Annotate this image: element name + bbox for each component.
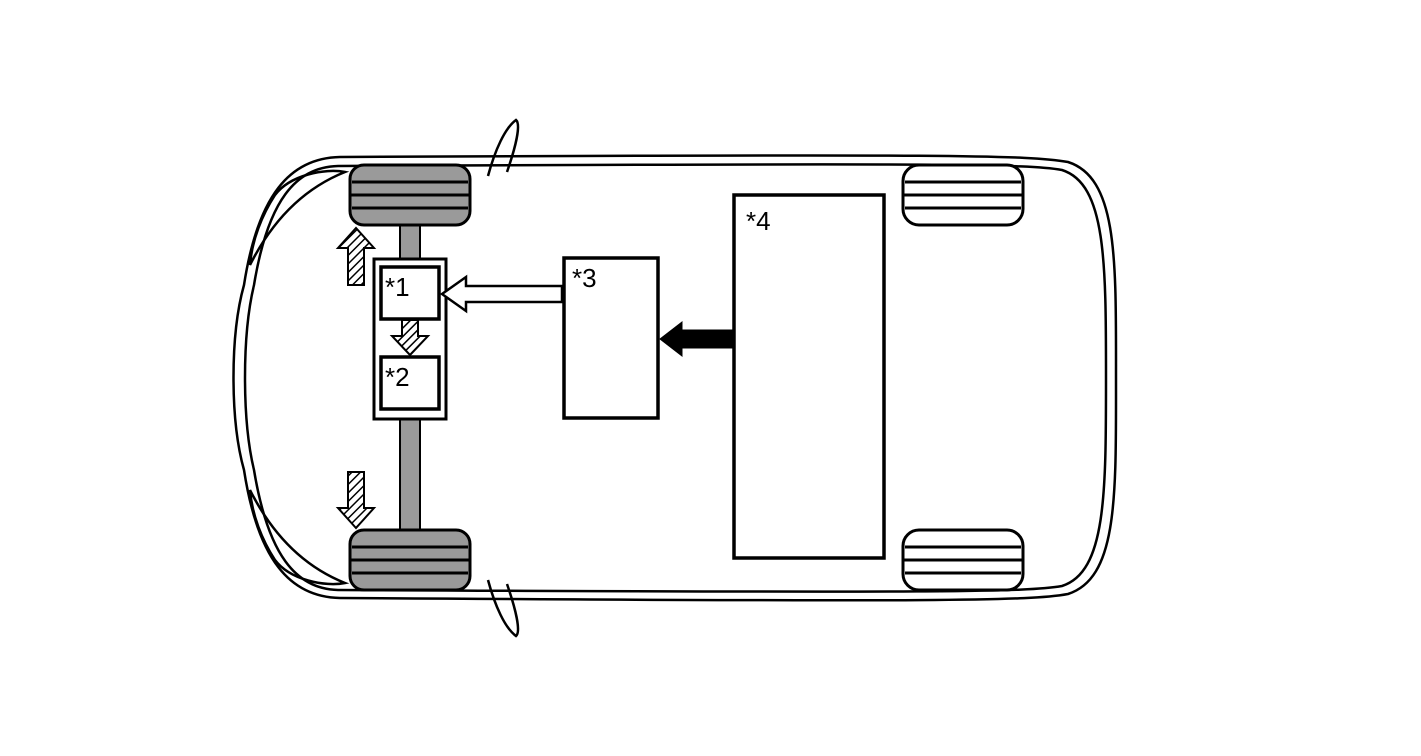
vehicle-body [232, 118, 1118, 638]
front-left-tire [348, 163, 472, 227]
rear-left-tire [901, 163, 1025, 227]
component-1-label: *1 [385, 272, 410, 302]
hatched-arrow-down [335, 471, 377, 530]
rear-right-tire [901, 528, 1025, 592]
front-axle-shaft-lower [399, 417, 421, 531]
component-1: *1 [379, 265, 441, 321]
front-right-tire [348, 528, 472, 592]
component-2: *2 [379, 355, 441, 411]
component-3: *3 [562, 256, 660, 420]
component-4-label: *4 [746, 206, 771, 236]
hatched-arrow-1-to-2 [389, 319, 431, 357]
front-axle-shaft-upper [399, 223, 421, 263]
component-4: *4 [732, 193, 886, 560]
hatched-arrow-up [335, 226, 377, 286]
component-2-label: *2 [385, 362, 410, 392]
component-3-label: *3 [572, 263, 597, 293]
hollow-arrow-3-to-1 [439, 274, 564, 314]
solid-arrow-4-to-3 [659, 320, 735, 358]
